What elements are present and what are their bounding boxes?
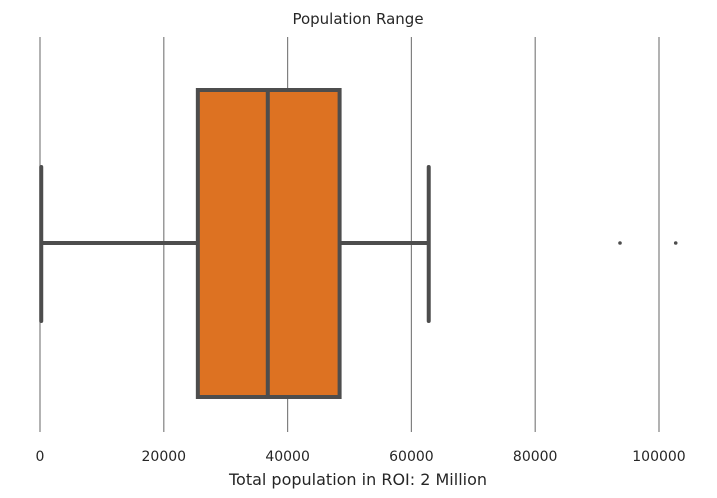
chart-title: Population Range <box>292 10 423 28</box>
outlier-point <box>618 241 622 245</box>
x-tick-label: 80000 <box>513 449 558 465</box>
x-tick-label: 60000 <box>389 449 434 465</box>
x-tick-label: 0 <box>36 449 45 465</box>
x-tick-label: 100000 <box>632 449 685 465</box>
x-tick-label: 40000 <box>265 449 310 465</box>
x-axis-label: Total population in ROI: 2 Million <box>228 470 487 489</box>
outlier-point <box>673 241 678 245</box>
x-tick-label: 20000 <box>142 449 187 465</box>
